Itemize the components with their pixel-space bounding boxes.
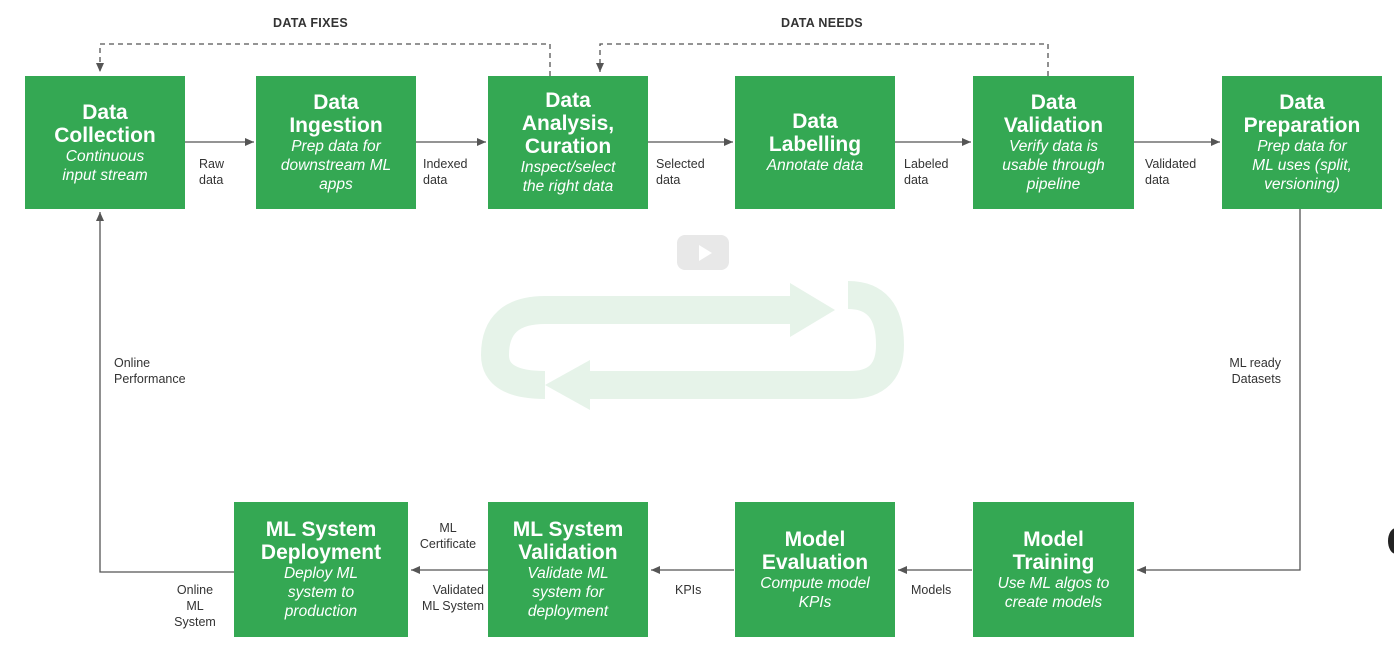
ml-system-validation-box: ML System Validation Validate ML system …	[488, 502, 648, 637]
arrow-deployment-collection	[96, 212, 234, 573]
data-analysis-box: Data Analysis, Curation Inspect/select t…	[488, 76, 648, 209]
box-title: Model Training	[1012, 527, 1095, 574]
box-subtitle: Validate ML system for deployment	[527, 565, 609, 620]
data-labelling-box: Data Labelling Annotate data	[735, 76, 895, 209]
feedback-data-needs	[596, 43, 1049, 76]
box-title: Data Analysis, Curation	[521, 89, 615, 158]
cursor-edge-dot	[1388, 528, 1394, 554]
edge-label-selected-data: Selected data	[656, 157, 705, 187]
box-title: Data Preparation	[1243, 91, 1361, 137]
edge-label-validated-data: Validated data	[1145, 157, 1197, 187]
box-subtitle: Compute model KPIs	[760, 574, 870, 611]
box-subtitle: Inspect/select the right data	[520, 159, 616, 195]
edge-label-models: Models	[911, 583, 952, 597]
play-button[interactable]	[677, 235, 729, 270]
data-validation-box: Data Validation Verify data is usable th…	[973, 76, 1134, 209]
box-subtitle: Continuous input stream	[62, 147, 148, 184]
feedback-data-fixes	[96, 43, 551, 76]
model-evaluation-box: Model Evaluation Compute model KPIs	[735, 502, 895, 637]
box-title: Data Collection	[54, 100, 156, 147]
edge-label-labeled-data: Labeled data	[904, 157, 949, 187]
box-title: Data Labelling	[768, 110, 862, 156]
box-subtitle: Use ML algos to create models	[997, 574, 1110, 611]
data-collection-box: Data Collection Continuous input stream	[25, 76, 185, 209]
edge-label-indexed-data: Indexed data	[423, 157, 468, 187]
edge-label-ml-ready-datasets: ML ready Datasets	[1229, 356, 1281, 386]
box-subtitle: Deploy ML system to production	[283, 565, 359, 620]
data-ingestion-box: Data Ingestion Prep data for downstream …	[256, 76, 416, 209]
edge-label-raw-data: Raw data	[199, 157, 225, 187]
model-training-box: Model Training Use ML algos to create mo…	[973, 502, 1134, 637]
ml-system-deployment-box: ML System Deployment Deploy ML system to…	[234, 502, 408, 637]
box-title: Data Validation	[1003, 91, 1104, 137]
play-button-icon	[698, 244, 712, 261]
edge-label-online-ml-system: Online ML System	[174, 583, 216, 629]
box-subtitle: Prep data for ML uses (split, versioning…	[1252, 138, 1352, 193]
arrow-preparation-training	[1137, 209, 1301, 574]
data-preparation-box: Data Preparation Prep data for ML uses (…	[1222, 76, 1382, 209]
box-title: Model Evaluation	[761, 527, 869, 574]
box-subtitle: Verify data is usable through pipeline	[1002, 138, 1105, 193]
box-title: Data Ingestion	[289, 91, 383, 137]
edge-label-kpis: KPIs	[675, 583, 702, 597]
edge-label-validated-ml-system: Validated ML System	[421, 583, 484, 613]
box-subtitle: Annotate data	[766, 157, 864, 174]
edge-label-online-performance: Online Performance	[114, 356, 186, 386]
cycle-arrows-icon	[480, 281, 905, 410]
box-title: ML System Validation	[512, 518, 624, 564]
edge-label-ml-certificate: ML Certificate	[419, 521, 477, 551]
data-fixes-label: DATA FIXES	[273, 16, 348, 30]
box-subtitle: Prep data for downstream ML apps	[280, 138, 392, 193]
box-title: ML System Deployment	[260, 518, 382, 564]
data-needs-label: DATA NEEDS	[781, 16, 863, 30]
